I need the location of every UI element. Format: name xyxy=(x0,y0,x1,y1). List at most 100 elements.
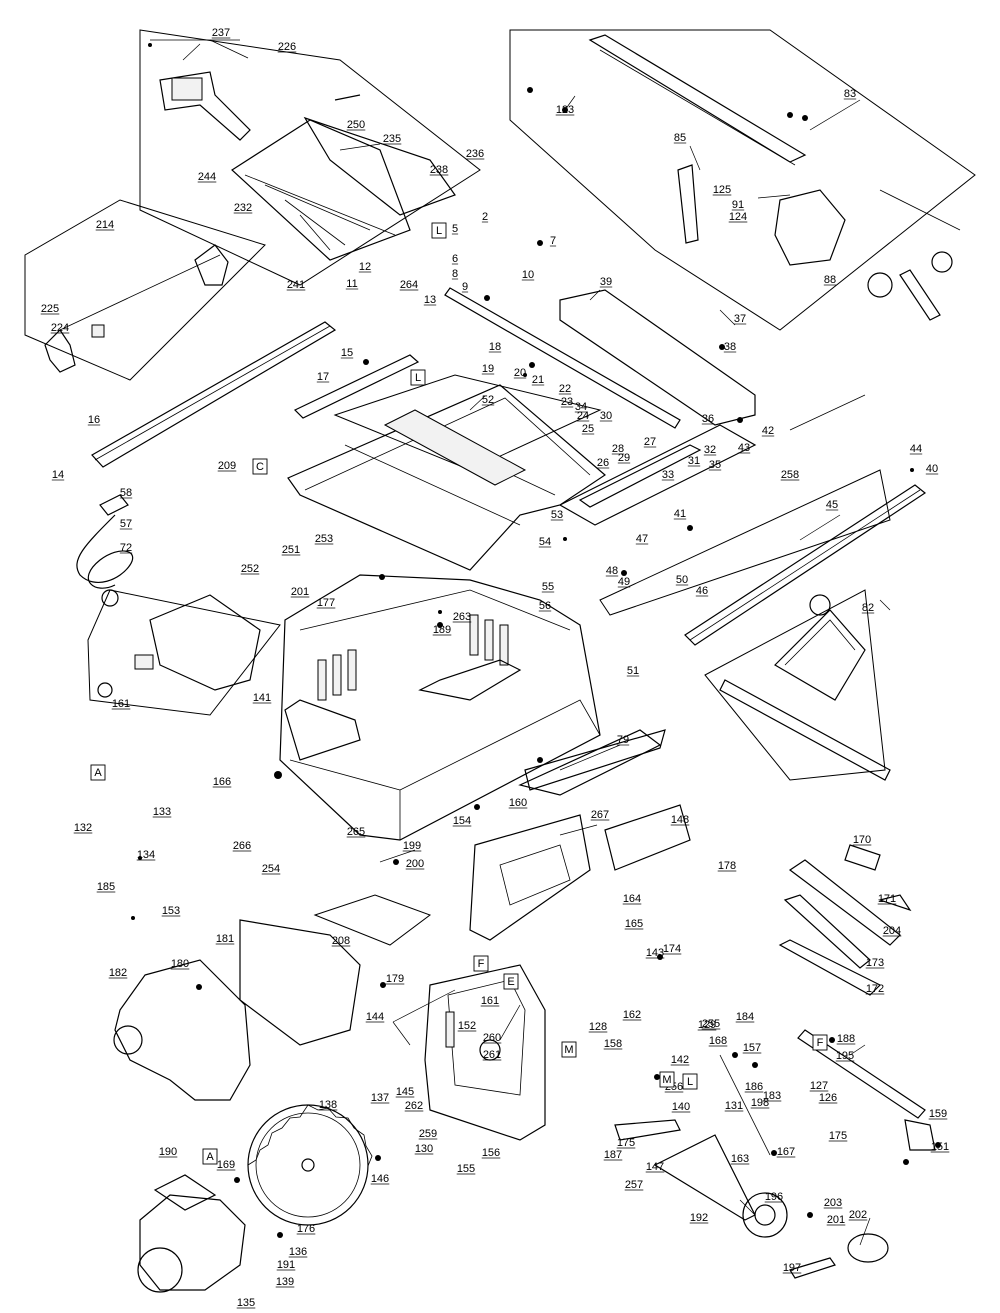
callout-52: 52 xyxy=(482,394,494,406)
callout-266: 266 xyxy=(233,840,251,852)
callout-24: 24 xyxy=(577,410,589,422)
switch-plate xyxy=(134,654,154,670)
saw-base-cabinet xyxy=(279,574,601,841)
callout-138: 138 xyxy=(319,1099,337,1111)
callout-21: 21 xyxy=(532,374,544,386)
table-insert-group-outline xyxy=(333,374,602,471)
callout-11: 11 xyxy=(346,278,357,290)
riving-knife-assembly xyxy=(44,244,229,373)
miter-gauge-group-outline xyxy=(704,589,886,781)
reference-letter-text: E xyxy=(507,976,514,988)
extension-rail-table xyxy=(559,289,756,426)
callout-45: 45 xyxy=(826,499,838,511)
reference-letter-box xyxy=(561,1041,577,1058)
outfeed-piece xyxy=(518,729,662,796)
reference-letter-box xyxy=(252,458,268,475)
callout-171: 171 xyxy=(878,893,896,905)
callout-127: 127 xyxy=(810,1080,828,1092)
callout-35: 35 xyxy=(709,459,721,471)
reference-letter-box xyxy=(503,973,519,990)
callout-189: 189 xyxy=(433,624,451,636)
reference-letter-M: M xyxy=(561,1041,577,1058)
callout-6: 6 xyxy=(452,253,458,265)
callout-261: 261 xyxy=(483,1049,501,1061)
callout-124: 124 xyxy=(729,211,747,223)
reference-letter-text: C xyxy=(256,461,264,473)
callout-187: 187 xyxy=(604,1149,622,1161)
table-top xyxy=(287,384,606,571)
callout-85: 85 xyxy=(674,132,686,144)
callout-51: 51 xyxy=(627,665,639,677)
callout-155: 155 xyxy=(457,1163,475,1175)
callout-54: 54 xyxy=(539,536,551,548)
miter-gauge-knob xyxy=(809,594,831,616)
reference-letter-L: L xyxy=(682,1073,698,1090)
callout-177: 177 xyxy=(317,597,335,609)
callout-199: 199 xyxy=(403,840,421,852)
callout-151: 151 xyxy=(931,1141,949,1153)
fence-rear-clip xyxy=(677,164,699,244)
handwheel xyxy=(742,1192,788,1238)
callout-195: 195 xyxy=(836,1050,854,1062)
callout-36: 36 xyxy=(702,413,714,425)
callout-201: 201 xyxy=(827,1214,845,1226)
bevel-bracket xyxy=(904,1119,936,1151)
motor-brush-cover xyxy=(153,1174,217,1211)
callout-26: 26 xyxy=(597,457,609,469)
callout-147: 147 xyxy=(646,1161,664,1173)
callout-125: 125 xyxy=(713,184,731,196)
callout-83: 83 xyxy=(844,88,856,100)
reference-letter-L: L xyxy=(431,222,447,239)
callout-267: 267 xyxy=(591,809,609,821)
callout-82: 82 xyxy=(862,602,874,614)
callout-22: 22 xyxy=(559,383,571,395)
throat-plate xyxy=(604,804,691,871)
callout-201: 201 xyxy=(291,586,309,598)
slide-cover-left xyxy=(524,729,666,791)
callout-226: 226 xyxy=(278,41,296,53)
callout-166: 166 xyxy=(213,776,231,788)
callout-238: 238 xyxy=(430,164,448,176)
reference-letter-F: F xyxy=(812,1034,828,1051)
switch-nut xyxy=(97,682,113,698)
reference-letter-box xyxy=(202,1148,218,1165)
callout-185: 185 xyxy=(97,881,115,893)
bevel-rod-assembly xyxy=(797,1029,936,1151)
callout-27: 27 xyxy=(644,436,656,448)
callout-143: 143 xyxy=(646,947,664,959)
callout-30: 30 xyxy=(600,410,612,422)
reference-letter-text: M xyxy=(564,1044,573,1056)
callout-262: 262 xyxy=(405,1100,423,1112)
callout-169: 169 xyxy=(217,1159,235,1171)
callout-203: 203 xyxy=(824,1197,842,1209)
callout-204: 204 xyxy=(883,925,901,937)
callout-235: 235 xyxy=(383,133,401,145)
callout-159: 159 xyxy=(929,1108,947,1120)
vent-slot-1 xyxy=(317,659,327,701)
callout-153: 153 xyxy=(162,905,180,917)
callout-146: 146 xyxy=(371,1173,389,1185)
callout-8: 8 xyxy=(452,268,458,280)
callout-41: 41 xyxy=(674,508,686,520)
elevation-spring xyxy=(614,1119,681,1141)
callout-48: 48 xyxy=(606,565,618,577)
bracket-block xyxy=(171,77,203,101)
hex-key xyxy=(877,894,912,912)
extension-slide-rail xyxy=(578,444,702,508)
vent-slot-2 xyxy=(332,654,342,696)
spring-clip xyxy=(844,844,881,871)
vent-slot-3 xyxy=(347,649,357,691)
reference-letter-L: L xyxy=(410,369,426,386)
dust-port xyxy=(113,1025,143,1055)
callout-28: 28 xyxy=(612,443,624,455)
callout-9: 9 xyxy=(462,281,468,293)
callout-5: 5 xyxy=(452,223,458,235)
callout-253: 253 xyxy=(315,533,333,545)
miter-bar xyxy=(719,679,891,781)
right-extension-group-outline xyxy=(599,469,891,616)
reference-letter-box xyxy=(410,369,426,386)
blade-wrench xyxy=(783,894,871,969)
callout-202: 202 xyxy=(849,1209,867,1221)
callout-188: 188 xyxy=(837,1033,855,1045)
